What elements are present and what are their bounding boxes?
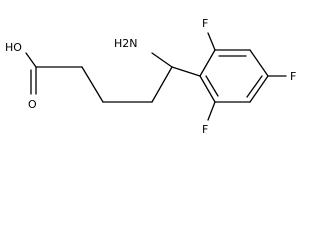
hydroxyl-label: HO bbox=[5, 41, 22, 54]
ring-bond-6 bbox=[199, 75, 216, 103]
atom-labels: HO O H2N F F F bbox=[5, 17, 296, 136]
fluorine-para-label: F bbox=[290, 70, 296, 83]
fluorine-top-label: F bbox=[202, 17, 208, 30]
ring-bond-1 bbox=[199, 49, 216, 77]
bond-c5-nh2 bbox=[151, 52, 173, 68]
fluorine-bottom-label: F bbox=[202, 123, 208, 136]
structure-diagram: HO O H2N F F F bbox=[5, 17, 296, 136]
carbonyl-oxygen-label: O bbox=[28, 98, 37, 111]
amine-label: H2N bbox=[114, 37, 138, 50]
bond-f-bottom bbox=[207, 101, 216, 121]
bond-f-top bbox=[207, 32, 216, 51]
ring-bond-4 bbox=[249, 75, 269, 103]
bond-c4-c5 bbox=[151, 66, 173, 103]
bond-c2-c3 bbox=[81, 66, 104, 103]
bonds bbox=[25, 32, 287, 121]
ring-double-2 bbox=[246, 75, 263, 98]
bond-c1-oh bbox=[25, 52, 37, 68]
ring-double-3 bbox=[205, 75, 219, 97]
bond-c5-ring bbox=[171, 66, 201, 77]
ring-bond-3 bbox=[249, 49, 269, 77]
